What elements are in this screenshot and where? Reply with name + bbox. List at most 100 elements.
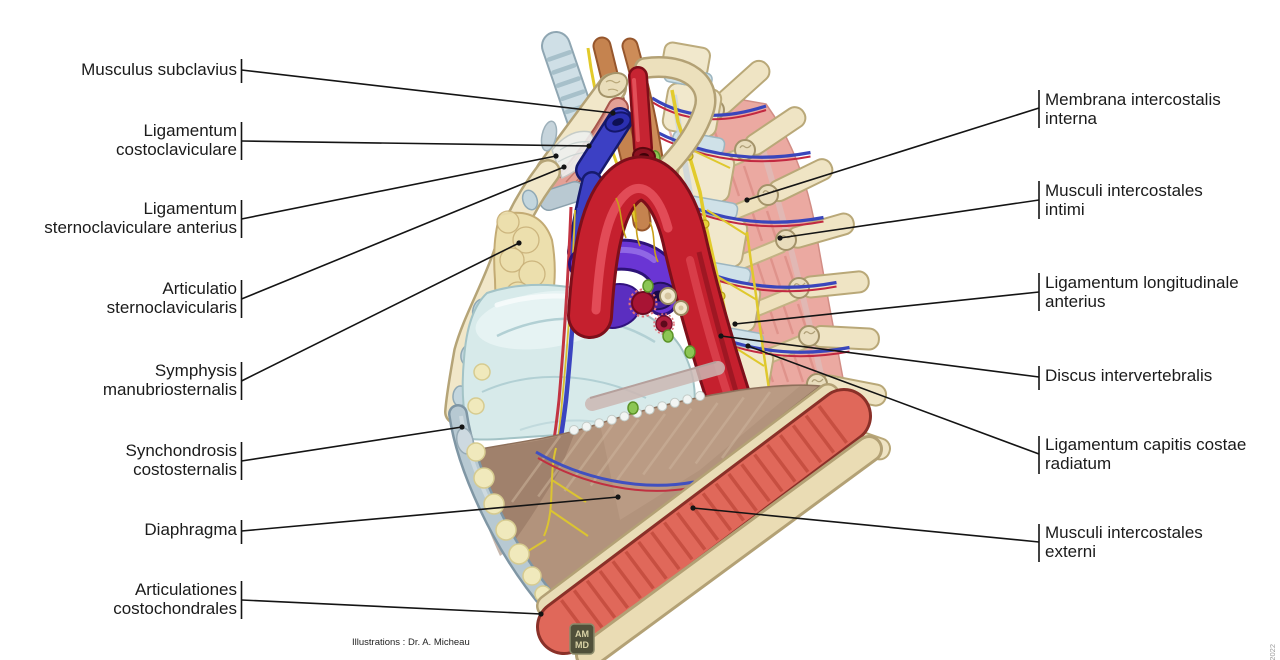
- muscle-striation: [663, 521, 694, 561]
- label-synchondrosis-costosternalis: Synchondrosis costosternalis: [125, 441, 237, 479]
- artery-highlight: [632, 78, 640, 142]
- serous-fringe: [644, 404, 655, 415]
- thymus-lobule: [499, 247, 525, 273]
- leader-line: [241, 599, 542, 615]
- serous-fringe: [657, 401, 668, 412]
- nerve-branch: [714, 274, 758, 301]
- fat-lobule: [483, 493, 505, 515]
- label-ligamentum-longitudinale-anterius: Ligamentum longitudinale anterius: [1045, 273, 1239, 311]
- leader-dot: [586, 143, 592, 149]
- label-diaphragma: Diaphragma: [144, 520, 237, 539]
- watermark: e-Anatomy © Copyright IMAIOS 2022: [1258, 644, 1277, 660]
- watermark-brand: e-Anatomy: [1258, 644, 1268, 660]
- label-ligamentum-capitis-costae-radiatum: Ligamentum capitis costae radiatum: [1045, 435, 1247, 473]
- lymph-node: [684, 345, 696, 359]
- lymph-node: [642, 279, 654, 293]
- muscle-striation: [791, 424, 823, 464]
- muscle-striation: [611, 560, 642, 600]
- leader-dot: [615, 494, 621, 500]
- serous-fringe: [682, 394, 693, 405]
- diaphragm-streak: [537, 429, 588, 498]
- clavicle-cut-end: [597, 72, 629, 98]
- muscle-striation: [714, 482, 745, 522]
- artist-stamp-monogram: AM: [575, 629, 589, 639]
- leader-lines-group: [240, 59, 1040, 619]
- leader-line: [241, 155, 557, 220]
- muscle-striation: [598, 569, 630, 609]
- muscle-striation: [817, 404, 848, 444]
- musculophrenic-artery: [537, 457, 691, 492]
- label-articulationes-costochondrales: Articulationes costochondrales: [113, 580, 237, 618]
- artist-stamp-monogram: MD: [575, 640, 589, 650]
- serous-fringe: [569, 425, 579, 435]
- bronchus-lumen: [664, 292, 672, 300]
- muscle-striation: [778, 434, 810, 474]
- costal-cartilage-node: [521, 189, 539, 211]
- trachea-ring: [555, 76, 581, 88]
- serous-fringe: [669, 397, 680, 408]
- leader-line: [734, 291, 1040, 325]
- musculophrenic-vein: [535, 450, 695, 487]
- leader-line: [779, 199, 1040, 239]
- thymus-lobule: [512, 226, 540, 254]
- leader-dot: [516, 240, 522, 246]
- attribution-text: Illustrations : Dr. A. Micheau: [352, 637, 470, 648]
- diaphragm-streak: [510, 435, 562, 503]
- serous-fringe: [606, 414, 617, 425]
- fat-lobule: [473, 363, 491, 381]
- aorta-shade: [696, 251, 743, 406]
- leader-line: [720, 335, 1040, 378]
- leader-dot: [459, 424, 465, 430]
- muscle-striation: [740, 463, 771, 503]
- leader-line: [241, 69, 614, 114]
- costal-facet: [775, 229, 797, 251]
- diaphragm-streak: [668, 402, 719, 470]
- muscle-striation: [742, 165, 756, 197]
- leader-line: [241, 242, 520, 382]
- fat-lobule: [495, 519, 517, 541]
- fat-lobule: [522, 566, 542, 586]
- muscle-striation: [753, 453, 784, 493]
- label-musculus-subclavius: Musculus subclavius: [81, 60, 237, 79]
- bone-trabecula: [605, 79, 621, 92]
- leader-dot: [610, 110, 616, 116]
- lymph-node: [662, 329, 674, 343]
- fat-lobule: [466, 442, 486, 462]
- label-musculi-intercostales-intimi: Musculi intercostales intimi: [1045, 181, 1203, 219]
- diaphragm-streak: [694, 396, 745, 465]
- trachea-ring: [551, 63, 577, 75]
- leader-dot: [690, 505, 696, 511]
- nerve-branch: [691, 149, 731, 169]
- muscle-striation: [675, 511, 707, 551]
- trachea-ring: [560, 89, 586, 102]
- cut-fringe: [653, 313, 675, 335]
- cartilage-fragment: [540, 120, 558, 152]
- outer-rib: [578, 438, 880, 660]
- diaphragm-streak: [615, 413, 667, 481]
- muscle-striation: [727, 472, 758, 512]
- leader-line: [241, 426, 463, 462]
- costal-facet: [798, 325, 820, 347]
- label-ligamentum-sternoclaviculare-anterius: Ligamentum sternoclaviculare anterius: [44, 199, 237, 237]
- aorta-highlight: [686, 256, 734, 406]
- diaphragm-streak: [720, 391, 772, 459]
- fat-lobule: [508, 543, 530, 565]
- muscle-striation: [768, 255, 782, 287]
- artist-stamp: [569, 623, 595, 655]
- vessel-lumen: [660, 320, 668, 328]
- costal-facet: [757, 184, 779, 206]
- leader-line: [241, 496, 619, 532]
- leader-dot: [744, 197, 750, 203]
- muscle-striation: [572, 589, 604, 629]
- leader-dot: [538, 611, 544, 617]
- pleura-cut-edge: [589, 361, 717, 399]
- fat-lobule: [473, 467, 495, 489]
- vein-lumen: [612, 118, 624, 126]
- subclavian-artery: [630, 68, 651, 156]
- cardiac-plexus-nerves: [615, 197, 659, 263]
- leader-dot: [732, 321, 738, 327]
- thymus-lobule: [496, 210, 520, 234]
- serous-fringe: [695, 391, 705, 401]
- label-membrana-intercostalis-interna: Membrana intercostalis interna: [1045, 90, 1221, 128]
